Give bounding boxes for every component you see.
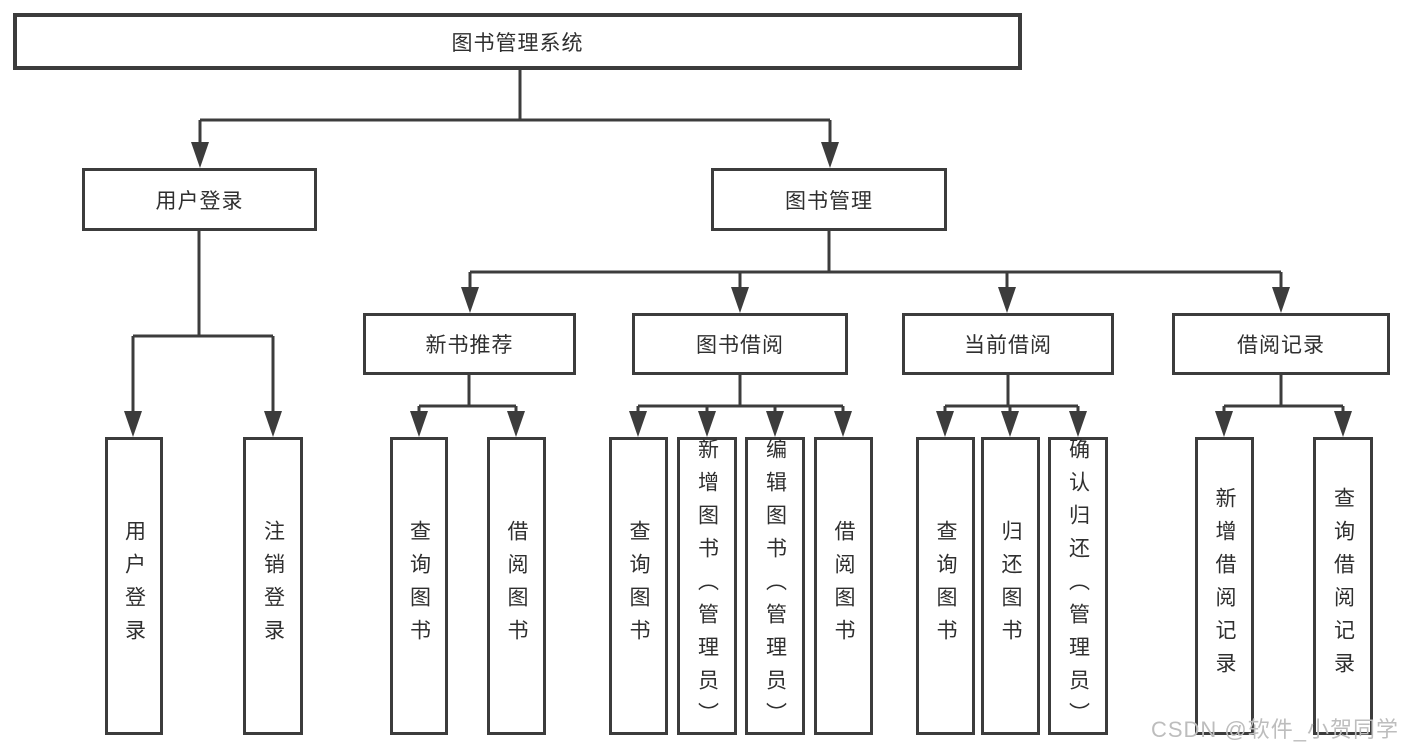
leaf-query-books-3: 查询图书 xyxy=(916,437,975,735)
node-book-management: 图书管理 xyxy=(711,168,947,231)
leaf-query-books-1-label: 查询图书 xyxy=(407,520,431,652)
leaf-borrow-books-2: 借阅图书 xyxy=(814,437,873,735)
node-current-borrow: 当前借阅 xyxy=(902,313,1114,375)
node-new-book-recommend-label: 新书推荐 xyxy=(425,334,514,357)
leaf-return-book: 归还图书 xyxy=(981,437,1040,735)
leaf-user-login-label: 用户登录 xyxy=(122,520,146,652)
node-new-book-recommend: 新书推荐 xyxy=(363,313,576,375)
node-borrow-records: 借阅记录 xyxy=(1172,313,1390,375)
leaf-add-book-admin: 新增图书（管理员） xyxy=(677,437,737,735)
node-user-login-label: 用户登录 xyxy=(155,189,244,213)
node-current-borrow-label: 当前借阅 xyxy=(964,334,1052,357)
leaf-confirm-return-admin-label: 确认归还（管理员） xyxy=(1066,437,1090,735)
node-book-borrow-label: 图书借阅 xyxy=(696,334,784,357)
leaf-add-borrow-record: 新增借阅记录 xyxy=(1195,437,1254,735)
leaf-logout: 注销登录 xyxy=(243,437,303,735)
leaf-user-login: 用户登录 xyxy=(105,437,163,735)
node-root: 图书管理系统 xyxy=(13,13,1022,70)
leaf-query-books-3-label: 查询图书 xyxy=(934,520,957,652)
node-root-label: 图书管理系统 xyxy=(451,31,584,55)
leaf-borrow-books-2-label: 借阅图书 xyxy=(832,520,855,652)
leaf-query-books-2-label: 查询图书 xyxy=(627,520,650,652)
leaf-query-books-1: 查询图书 xyxy=(390,437,448,735)
leaf-add-borrow-record-label: 新增借阅记录 xyxy=(1213,487,1236,685)
node-borrow-records-label: 借阅记录 xyxy=(1237,334,1325,357)
node-book-borrow: 图书借阅 xyxy=(632,313,848,375)
leaf-edit-book-admin-label: 编辑图书（管理员） xyxy=(763,437,787,735)
leaf-query-books-2: 查询图书 xyxy=(609,437,668,735)
leaf-query-borrow-record-label: 查询借阅记录 xyxy=(1331,487,1355,685)
leaf-confirm-return-admin: 确认归还（管理员） xyxy=(1048,437,1108,735)
node-book-management-label: 图书管理 xyxy=(785,189,873,213)
leaf-return-book-label: 归还图书 xyxy=(999,520,1022,652)
leaf-logout-label: 注销登录 xyxy=(261,520,285,652)
leaf-add-book-admin-label: 新增图书（管理员） xyxy=(695,437,719,735)
leaf-borrow-books-1: 借阅图书 xyxy=(487,437,546,735)
leaf-query-borrow-record: 查询借阅记录 xyxy=(1313,437,1373,735)
leaf-borrow-books-1-label: 借阅图书 xyxy=(505,520,528,652)
leaf-edit-book-admin: 编辑图书（管理员） xyxy=(745,437,805,735)
node-user-login: 用户登录 xyxy=(82,168,317,231)
